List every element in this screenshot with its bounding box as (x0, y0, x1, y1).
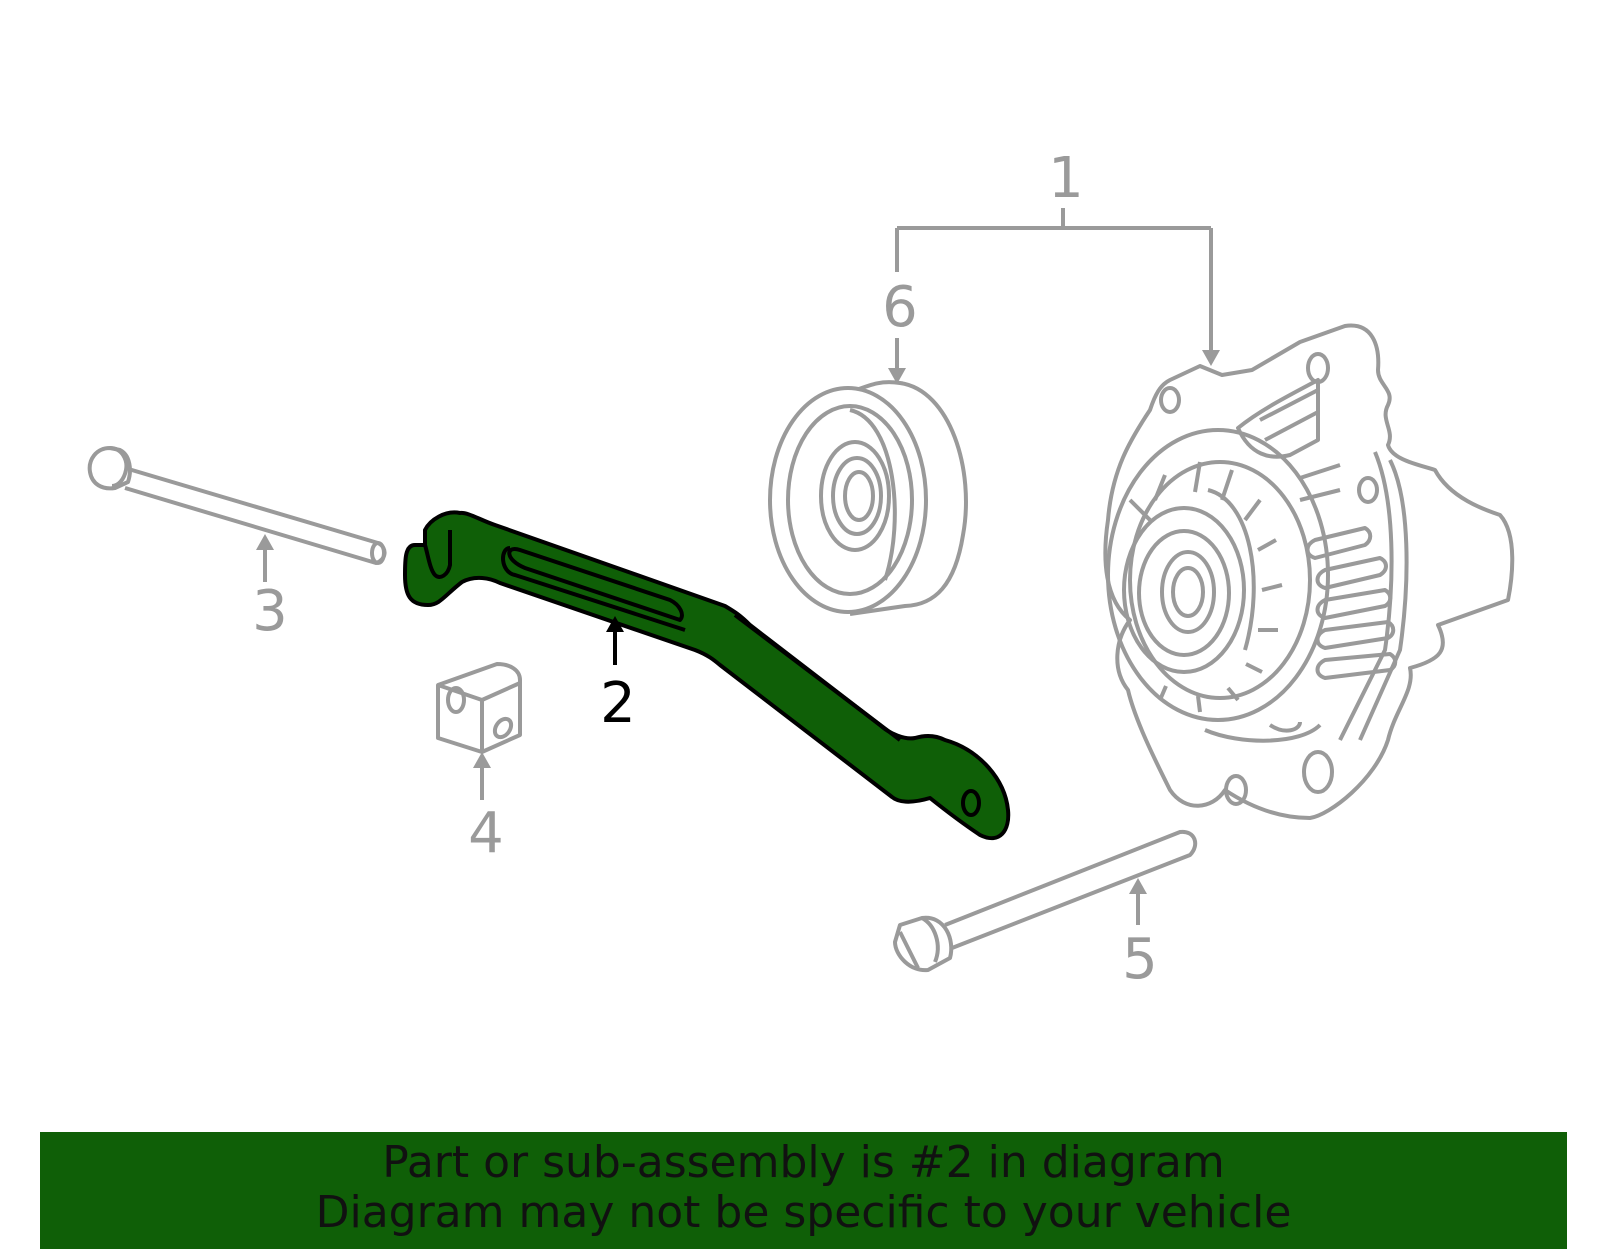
callout-6-arrowhead (888, 368, 906, 384)
banner-line-part-note: Part or sub-assembly is #2 in diagram (382, 1137, 1225, 1188)
alternator-part-1 (1103, 323, 1515, 820)
callout-4-label: 4 (468, 801, 504, 866)
callout-5-arrowhead (1129, 878, 1147, 894)
pulley-part-6 (768, 380, 968, 616)
callout-2-label: 2 (600, 671, 636, 736)
callout-3-label: 3 (252, 579, 288, 644)
callout-1-bracket (895, 208, 1213, 352)
callout-2-arrowhead (606, 616, 624, 632)
parts-diagram: 1 6 (87, 146, 1515, 992)
callout-4-arrowhead (473, 752, 491, 768)
banner-line-disclaimer: Diagram may not be specific to your vehi… (315, 1187, 1292, 1238)
info-banner: Part or sub-assembly is #2 in diagram Di… (40, 1132, 1567, 1249)
callout-1-label: 1 (1048, 146, 1084, 211)
callout-5-label: 5 (1122, 927, 1158, 992)
callout-1-arrowhead (1202, 350, 1220, 366)
bolt-part-5 (893, 829, 1198, 973)
callout-6-label: 6 (882, 275, 918, 340)
bolt-part-3 (87, 446, 387, 565)
nut-part-4 (436, 662, 522, 754)
bracket-part-2[interactable] (403, 510, 1011, 841)
callout-3-arrowhead (256, 534, 274, 550)
